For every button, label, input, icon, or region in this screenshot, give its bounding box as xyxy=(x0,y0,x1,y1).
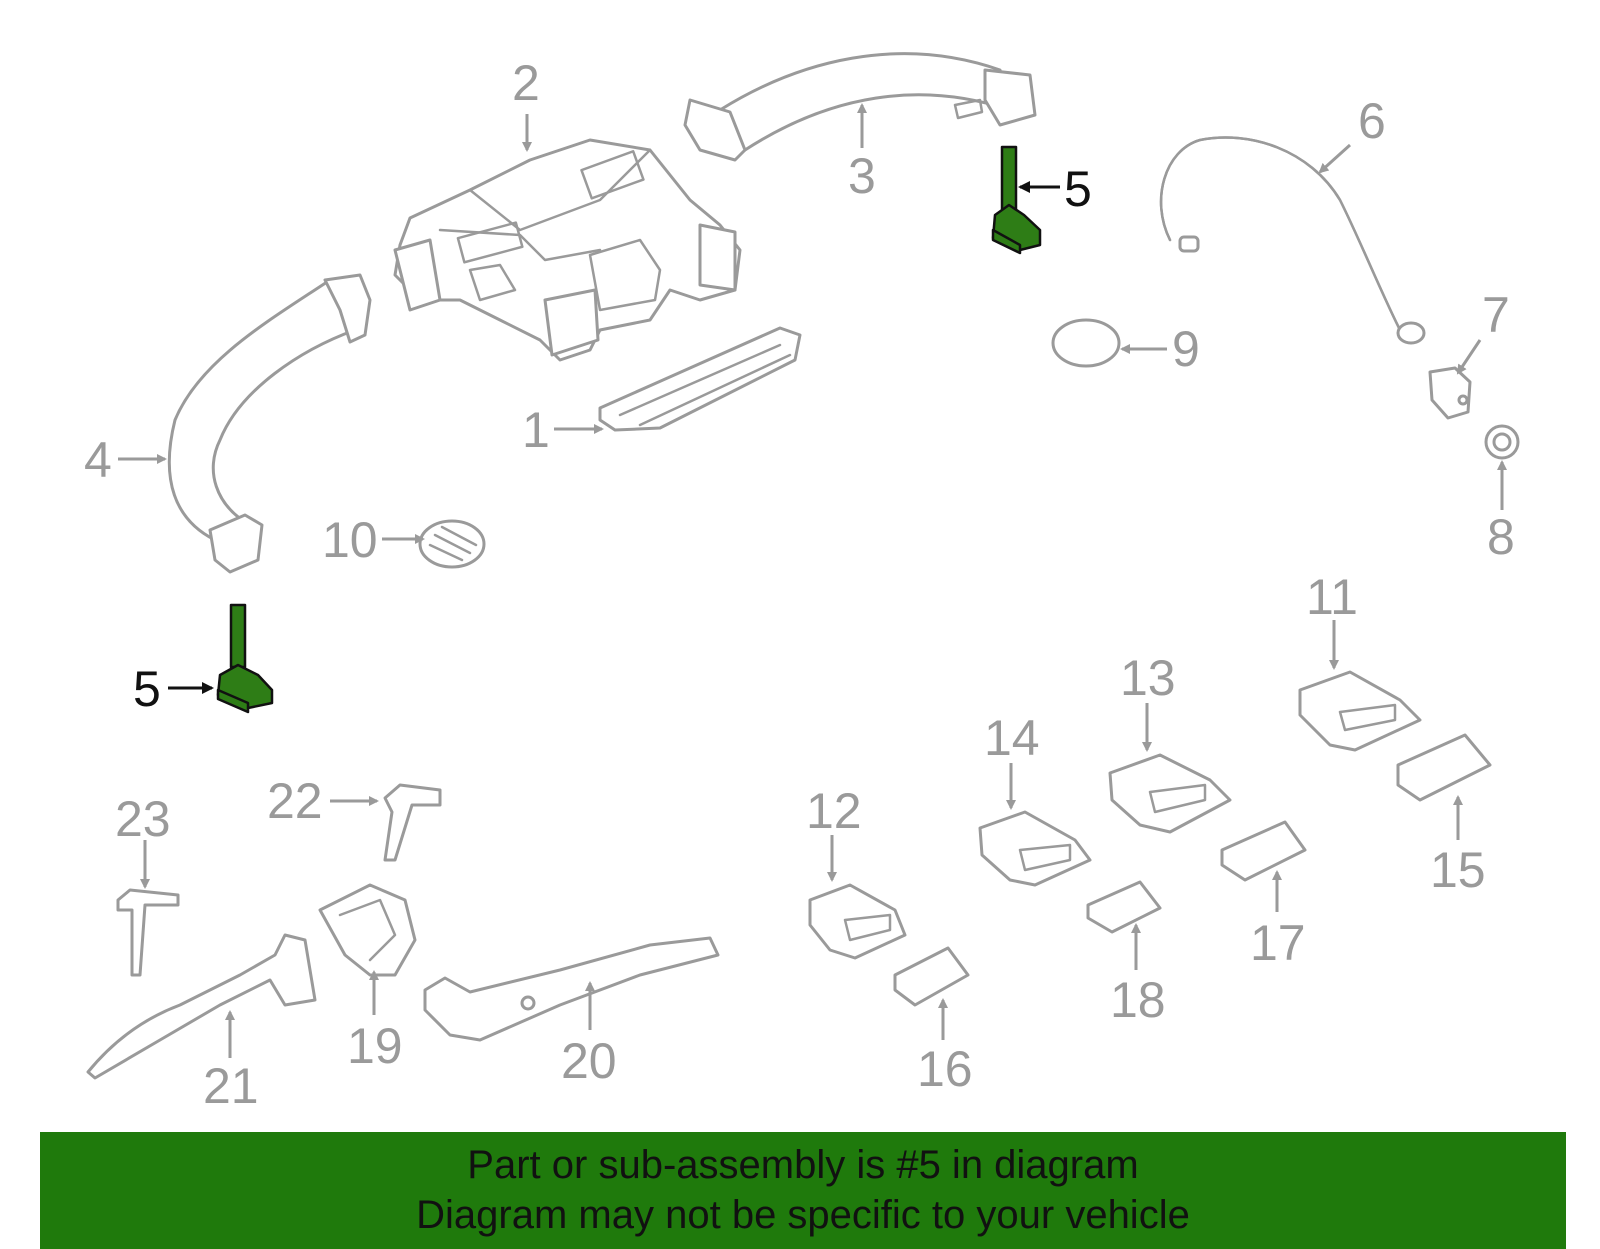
callout-5-lower: 5 xyxy=(133,661,161,717)
callout-13: 13 xyxy=(1120,650,1176,706)
callout-labels: 2 3 6 7 8 9 1 4 10 11 13 14 12 15 16 17 … xyxy=(84,55,1515,1114)
callout-14: 14 xyxy=(984,710,1040,766)
callout-22: 22 xyxy=(267,773,323,829)
part-13-vent xyxy=(1108,753,1232,834)
part-15-bezel xyxy=(1396,733,1492,802)
part-2-distribution-duct xyxy=(393,138,742,362)
callout-6: 6 xyxy=(1358,93,1386,149)
part-11-vent xyxy=(1298,670,1422,752)
part-7-connector xyxy=(1428,366,1472,420)
callout-17: 17 xyxy=(1250,915,1306,971)
part-3-upper-duct xyxy=(683,52,1037,162)
callout-1: 1 xyxy=(522,402,550,458)
callout-8: 8 xyxy=(1487,509,1515,565)
part-22-clip xyxy=(383,783,442,862)
callout-12: 12 xyxy=(806,783,862,839)
callout-16: 16 xyxy=(917,1041,973,1097)
part-23-clip xyxy=(116,888,180,977)
callout-19: 19 xyxy=(347,1018,403,1074)
leaders xyxy=(118,103,1507,1058)
part-20-floor-duct xyxy=(423,936,720,1042)
part-1-vent-grille xyxy=(598,326,802,432)
part-18-bezel xyxy=(1086,880,1162,934)
callout-4: 4 xyxy=(84,432,112,488)
part-17-bezel xyxy=(1220,820,1307,882)
part-8-grommet xyxy=(1484,424,1520,460)
callout-11: 11 xyxy=(1306,569,1358,625)
part-10-small-grille xyxy=(418,519,486,569)
callout-5-upper: 5 xyxy=(1064,161,1092,217)
callout-18: 18 xyxy=(1110,972,1166,1028)
callout-9: 9 xyxy=(1172,321,1200,377)
callout-7: 7 xyxy=(1482,287,1510,343)
callout-15: 15 xyxy=(1430,842,1486,898)
callout-23: 23 xyxy=(115,791,171,847)
part-5-highlight-upper xyxy=(991,145,1042,255)
info-banner: Part or sub-assembly is #5 in diagram Di… xyxy=(40,1132,1566,1249)
callout-20: 20 xyxy=(561,1033,617,1089)
part-16-bezel xyxy=(893,946,970,1007)
banner-line-1: Part or sub-assembly is #5 in diagram xyxy=(467,1143,1139,1187)
callout-3: 3 xyxy=(848,148,876,204)
banner-line-2: Diagram may not be specific to your vehi… xyxy=(416,1193,1190,1237)
callout-2: 2 xyxy=(512,55,540,111)
callout-21: 21 xyxy=(203,1058,259,1114)
part-4-left-duct xyxy=(167,273,372,574)
part-19-duct-piece xyxy=(318,883,417,977)
callout-10: 10 xyxy=(322,512,378,568)
part-21-floor-duct xyxy=(86,933,317,1080)
part-9-seal-ring xyxy=(1051,318,1121,368)
part-6-hose xyxy=(1159,136,1426,345)
part-14-vent xyxy=(978,810,1092,887)
part-5-highlight-lower xyxy=(216,603,274,714)
part-12-vent xyxy=(808,883,907,960)
